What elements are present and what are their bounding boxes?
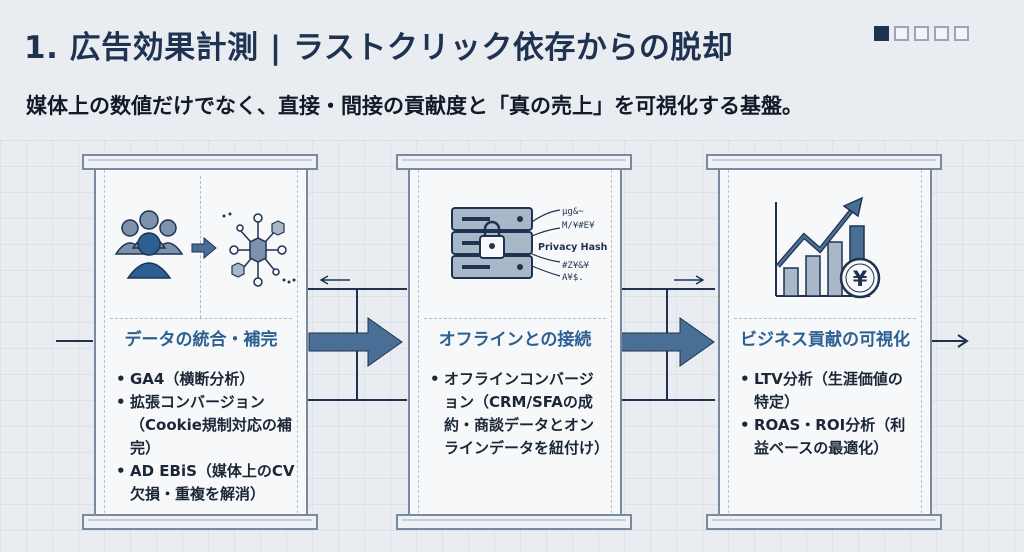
pager-dot[interactable] [894, 26, 909, 41]
divider [734, 318, 916, 319]
page-title: 1. 広告効果計測 | ラストクリック依存からの脱却 [24, 30, 734, 66]
flow-arrow-1 [308, 317, 403, 367]
panel-offline-connection: µg&~ M/¥#E¥ #Z¥&¥ A¥$. Privacy Hash オフライ… [408, 170, 622, 518]
hash-glyphs: #Z¥&¥ [562, 261, 590, 271]
pager-dot-active[interactable] [874, 26, 889, 41]
pager-dot[interactable] [914, 26, 929, 41]
pager-dot[interactable] [934, 26, 949, 41]
hash-glyphs: M/¥#E¥ [562, 221, 595, 231]
rising-chart-yen-icon: ¥ [775, 196, 881, 299]
panel-cap-bottom [82, 514, 318, 530]
slide-pager [874, 26, 969, 41]
bullet-list: GA4（横断分析） 拡張コンバージョン （Cookie規制対応の補完） AD E… [114, 368, 306, 506]
hash-glyphs: A¥$. [562, 273, 584, 283]
yen-symbol: ¥ [853, 267, 868, 291]
panel-cap-top [82, 154, 318, 170]
hash-glyphs: µg&~ [562, 207, 584, 217]
list-item: オフラインコンバージョン（CRM/SFAの成約・商談データとオンラインデータを紐… [428, 368, 609, 460]
bullet-list: オフラインコンバージョン（CRM/SFAの成約・商談データとオンラインデータを紐… [428, 368, 609, 460]
users-to-network-icon [114, 210, 296, 287]
pager-dot[interactable] [954, 26, 969, 41]
panel-cap-bottom [396, 514, 632, 530]
list-item: 拡張コンバージョン （Cookie規制対応の補完） [114, 391, 306, 460]
panel-title: データの統合・補完 [124, 330, 278, 350]
divider [424, 318, 606, 319]
panel-cap-top [706, 154, 942, 170]
panel-business-visualization: ¥ ビジネス貢献の可視化 LTV分析（生涯価値の特定） ROAS・ROI分析（利… [718, 170, 932, 518]
bullet-list: LTV分析（生涯価値の特定） ROAS・ROI分析（利益ベースの最適化） [738, 368, 916, 460]
secure-server-icon: µg&~ M/¥#E¥ #Z¥&¥ A¥$. Privacy Hash [451, 207, 608, 283]
panel-data-integration: データの統合・補完 GA4（横断分析） 拡張コンバージョン （Cookie規制対… [94, 170, 308, 518]
list-item: ROAS・ROI分析（利益ベースの最適化） [738, 414, 916, 460]
panel-title: オフラインとの接続 [438, 330, 592, 350]
panel-cap-bottom [706, 514, 942, 530]
list-item: LTV分析（生涯価値の特定） [738, 368, 916, 414]
divider [110, 318, 292, 319]
panel-title: ビジネス貢献の可視化 [740, 330, 910, 350]
page-subtitle: 媒体上の数値だけでなく、直接・間接の貢献度と「真の売上」を可視化する基盤。 [26, 94, 803, 118]
list-item: AD EBiS（媒体上のCV 欠損・重複を解消） [114, 460, 306, 506]
panel-cap-top [396, 154, 632, 170]
flow-arrow-2 [619, 317, 715, 367]
list-item: GA4（横断分析） [114, 368, 306, 391]
privacy-hash-label: Privacy Hash [538, 242, 608, 253]
